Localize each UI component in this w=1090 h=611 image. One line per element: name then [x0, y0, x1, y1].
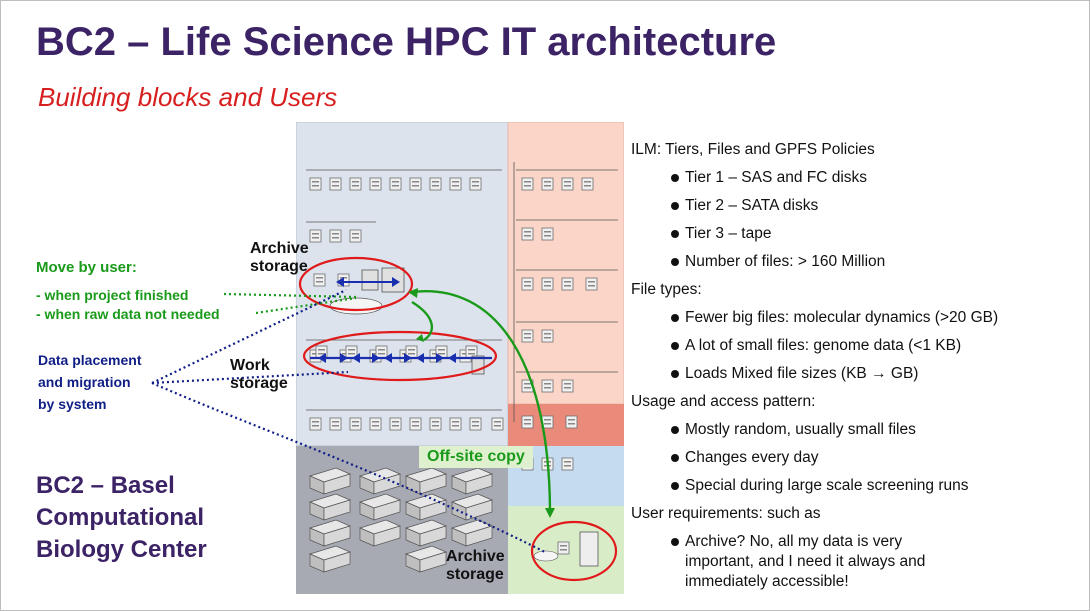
bullet-icon — [671, 482, 679, 490]
section-heading: User requirements: such as — [631, 505, 821, 522]
offsite-copy-label: Off-site copy — [419, 446, 533, 468]
bullet-icon — [671, 230, 679, 238]
move-by-user-line2: - when raw data not needed — [36, 306, 220, 322]
work-storage-label: Work storage — [230, 357, 288, 393]
archive-storage-top-line2: storage — [250, 258, 308, 275]
offsite-archive-cluster — [533, 531, 599, 567]
section-heading: ILM: Tiers, Files and GPFS Policies — [631, 141, 875, 158]
archive-storage-bottom-label: Archive storage — [446, 548, 505, 584]
data-placement-line1: Data placement — [38, 352, 142, 368]
bullet-icon — [671, 538, 679, 546]
list-item-text: Tier 1 – SAS and FC disks — [685, 169, 868, 186]
ilm-section: ILM: Tiers, Files and GPFS Policies Tier… — [631, 136, 1083, 276]
org-name: BC2 – Basel Computational Biology Center — [36, 470, 207, 566]
ilm-list: ILM: Tiers, Files and GPFS Policies Tier… — [631, 136, 1083, 592]
archive-storage-bottom-ellipse — [530, 520, 618, 582]
archive-storage-bottom-line2: storage — [446, 566, 504, 583]
archive-storage-top-line1: Archive — [250, 240, 309, 257]
list-item: Tier 3 – tape — [631, 220, 1083, 248]
slide-title: BC2 – Life Science HPC IT architecture — [36, 20, 777, 64]
data-placement-label: Data placement and migration by system — [38, 349, 141, 415]
archive-storage-bottom-line1: Archive — [446, 548, 505, 565]
list-item-text: A lot of small files: genome data (<1 KB… — [685, 337, 962, 354]
list-item-text: Number of files: > 160 Million — [685, 253, 886, 270]
list-item: A lot of small files: genome data (<1 KB… — [631, 332, 1083, 360]
org-name-line1: BC2 – Basel — [36, 472, 175, 499]
green-copy-arrows — [411, 289, 552, 515]
list-item-text: Archive? No, all my data is very importa… — [685, 533, 926, 590]
list-item: Loads Mixed file sizes (KB → GB) — [631, 360, 1083, 388]
bullet-icon — [671, 314, 679, 322]
move-by-user-heading: Move by user: — [36, 259, 137, 276]
list-item-text: Tier 2 – SATA disks — [685, 197, 819, 214]
list-item: Changes every day — [631, 444, 1083, 472]
ilm-section: User requirements: such as Archive? No, … — [631, 500, 1083, 592]
list-item-text: Special during large scale screening run… — [685, 477, 969, 494]
bullet-icon — [671, 342, 679, 350]
data-placement-line2: and migration — [38, 374, 131, 390]
list-item-text: Tier 3 – tape — [685, 225, 772, 242]
bullet-icon — [671, 174, 679, 182]
webserver-panel — [507, 122, 624, 405]
list-item-text: Loads Mixed file sizes (KB → GB) — [685, 365, 919, 382]
list-item: Tier 2 – SATA disks — [631, 192, 1083, 220]
architecture-diagram — [296, 122, 624, 594]
bullet-icon — [671, 202, 679, 210]
list-item: Archive? No, all my data is very importa… — [631, 528, 935, 592]
list-item-text: Fewer big files: molecular dynamics (>20… — [685, 309, 999, 326]
list-item: Tier 1 – SAS and FC disks — [631, 164, 1083, 192]
move-by-user-line1: - when project finished — [36, 287, 189, 303]
ilm-section: File types: Fewer big files: molecular d… — [631, 276, 1083, 388]
org-name-line2: Computational — [36, 504, 204, 531]
work-storage-line1: Work — [230, 357, 270, 374]
list-item: Mostly random, usually small files — [631, 416, 1083, 444]
list-item: Special during large scale screening run… — [631, 472, 1083, 500]
list-item-text: Changes every day — [685, 449, 819, 466]
org-name-line3: Biology Center — [36, 536, 207, 563]
work-storage-line2: storage — [230, 375, 288, 392]
section-heading: Usage and access pattern: — [631, 393, 816, 410]
bullet-icon — [671, 454, 679, 462]
list-item-text: Mostly random, usually small files — [685, 421, 916, 438]
bullet-icon — [671, 258, 679, 266]
archive-storage-top-ellipse — [298, 256, 414, 312]
ilm-section: Usage and access pattern: Mostly random,… — [631, 388, 1083, 500]
work-storage-ellipse — [302, 330, 498, 382]
work-storage-cluster — [310, 345, 492, 375]
bullet-icon — [671, 426, 679, 434]
slide-subtitle: Building blocks and Users — [38, 82, 338, 112]
archive-storage-top-label: Archive storage — [250, 240, 309, 276]
data-placement-line3: by system — [38, 396, 107, 412]
bullet-icon — [671, 370, 679, 378]
archive-migration-arrow — [336, 277, 400, 287]
list-item: Number of files: > 160 Million — [631, 248, 1083, 276]
list-item: Fewer big files: molecular dynamics (>20… — [631, 304, 1083, 332]
section-heading: File types: — [631, 281, 702, 298]
